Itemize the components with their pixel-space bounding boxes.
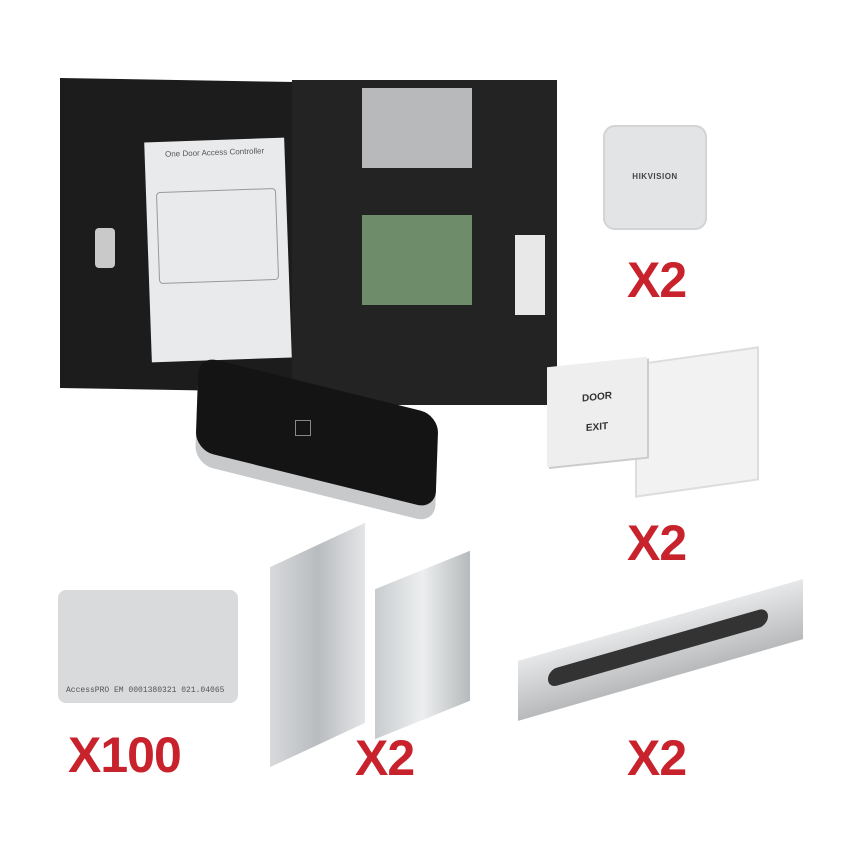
z-bracket (375, 550, 470, 740)
card-quantity: X100 (68, 727, 182, 783)
power-supply (362, 88, 472, 168)
magnetic-lock (518, 579, 803, 721)
card-symbol-icon (295, 420, 311, 436)
card-print: AccessPRO EM 0001380321 021.04065 (66, 686, 225, 695)
cabinet-lock (95, 228, 115, 268)
board-sketch (155, 187, 280, 285)
cabinet-label (515, 235, 545, 315)
wiring-diagram-sheet: One Door Access Controller (144, 137, 292, 363)
card-reader: HIKVISION (603, 125, 707, 230)
proximity-card: AccessPRO EM 0001380321 021.04065 (58, 590, 238, 703)
controller-board (362, 215, 472, 305)
maglock-quantity: X2 (627, 730, 687, 786)
manual-title: One Door Access Controller (164, 146, 265, 159)
l-bracket (270, 522, 365, 768)
exit-button-quantity: X2 (627, 515, 687, 571)
exit-top-text: DOOR (582, 390, 612, 405)
reader-quantity: X2 (627, 252, 687, 308)
magnet-face (548, 607, 768, 689)
reader-brand: HIKVISION (632, 172, 678, 181)
bracket-quantity: X2 (355, 730, 415, 786)
exit-button-box (635, 346, 759, 498)
exit-button: DOOR EXIT (547, 356, 647, 468)
exit-bottom-text: EXIT (585, 420, 609, 435)
